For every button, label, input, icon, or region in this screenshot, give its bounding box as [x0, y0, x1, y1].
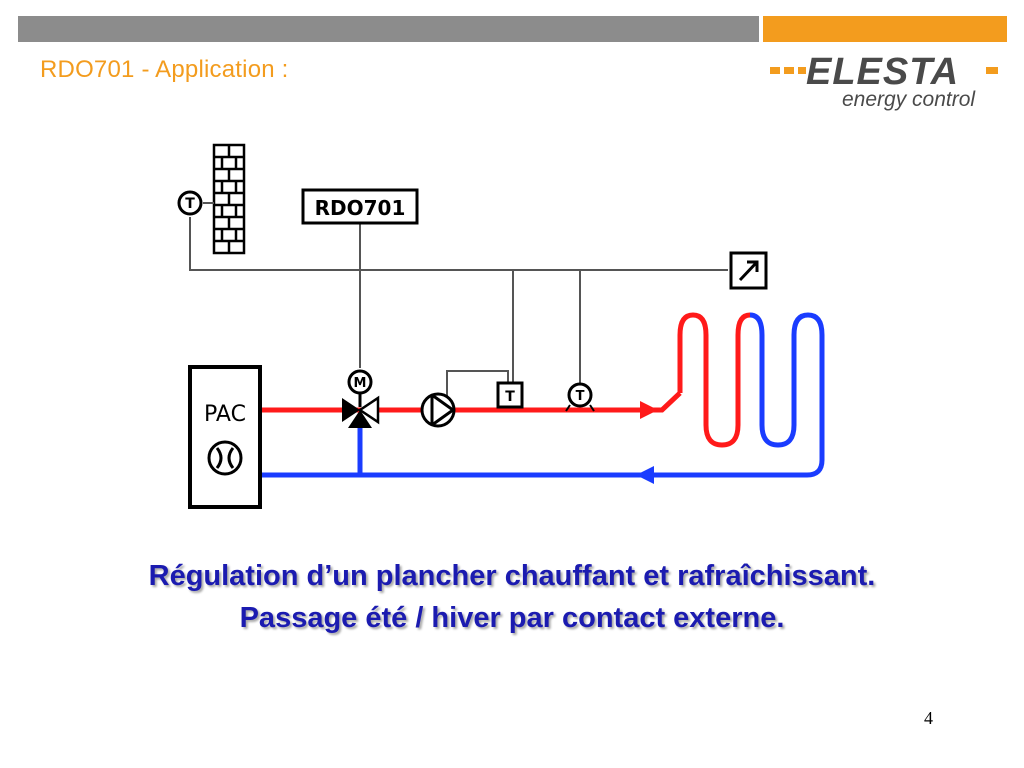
logo-dash: [986, 67, 998, 74]
outdoor-sensor-symbol: T: [185, 196, 195, 212]
caption-line-2: Passage été / hiver par contact externe.: [239, 602, 785, 634]
logo-dash: [798, 67, 806, 74]
header-bar-orange: [763, 16, 1007, 42]
wall-icon: [212, 143, 246, 255]
limit-sensor-icon: T: [565, 382, 595, 412]
header-bar-gray: [18, 16, 759, 42]
slide-title: RDO701 - Application :: [40, 56, 289, 83]
controller-label: RDO701: [315, 196, 406, 220]
logo-subtitle: energy control: [842, 88, 976, 111]
limit-sensor-symbol: T: [576, 389, 585, 404]
supply-flow-arrow: [640, 401, 658, 419]
logo-dash: [784, 67, 794, 74]
valve-motor-symbol: M: [354, 376, 367, 391]
outdoor-sensor-icon: T: [177, 190, 203, 216]
logo-brand: ELESTA: [806, 51, 960, 93]
return-line: [260, 425, 770, 478]
heat-pump-label: PAC: [204, 402, 246, 427]
external-contact-icon: [729, 251, 768, 290]
three-way-valve-icon: M: [342, 369, 380, 428]
return-flow-arrow: [636, 466, 654, 484]
elesta-logo: ELESTA energy control: [768, 52, 1004, 116]
control-wiring: [189, 202, 728, 410]
page-number: 4: [924, 708, 933, 728]
supply-sensor-icon: T: [496, 381, 524, 409]
caption-line-1: Régulation d’un plancher chauffant et ra…: [148, 560, 876, 592]
supply-line: [260, 391, 682, 413]
floor-heating-coil-icon: [677, 312, 825, 478]
rdo701-controller: RDO701: [301, 188, 419, 225]
circulator-pump-icon: [420, 392, 456, 428]
supply-sensor-symbol: T: [505, 389, 515, 405]
valve-motor-icon: [347, 369, 373, 395]
heat-pump-unit: PAC: [188, 365, 262, 509]
logo-dash: [770, 67, 780, 74]
compressor-icon: [207, 440, 243, 476]
hydraulic-diagram: T RDO701 PAC: [177, 143, 825, 509]
